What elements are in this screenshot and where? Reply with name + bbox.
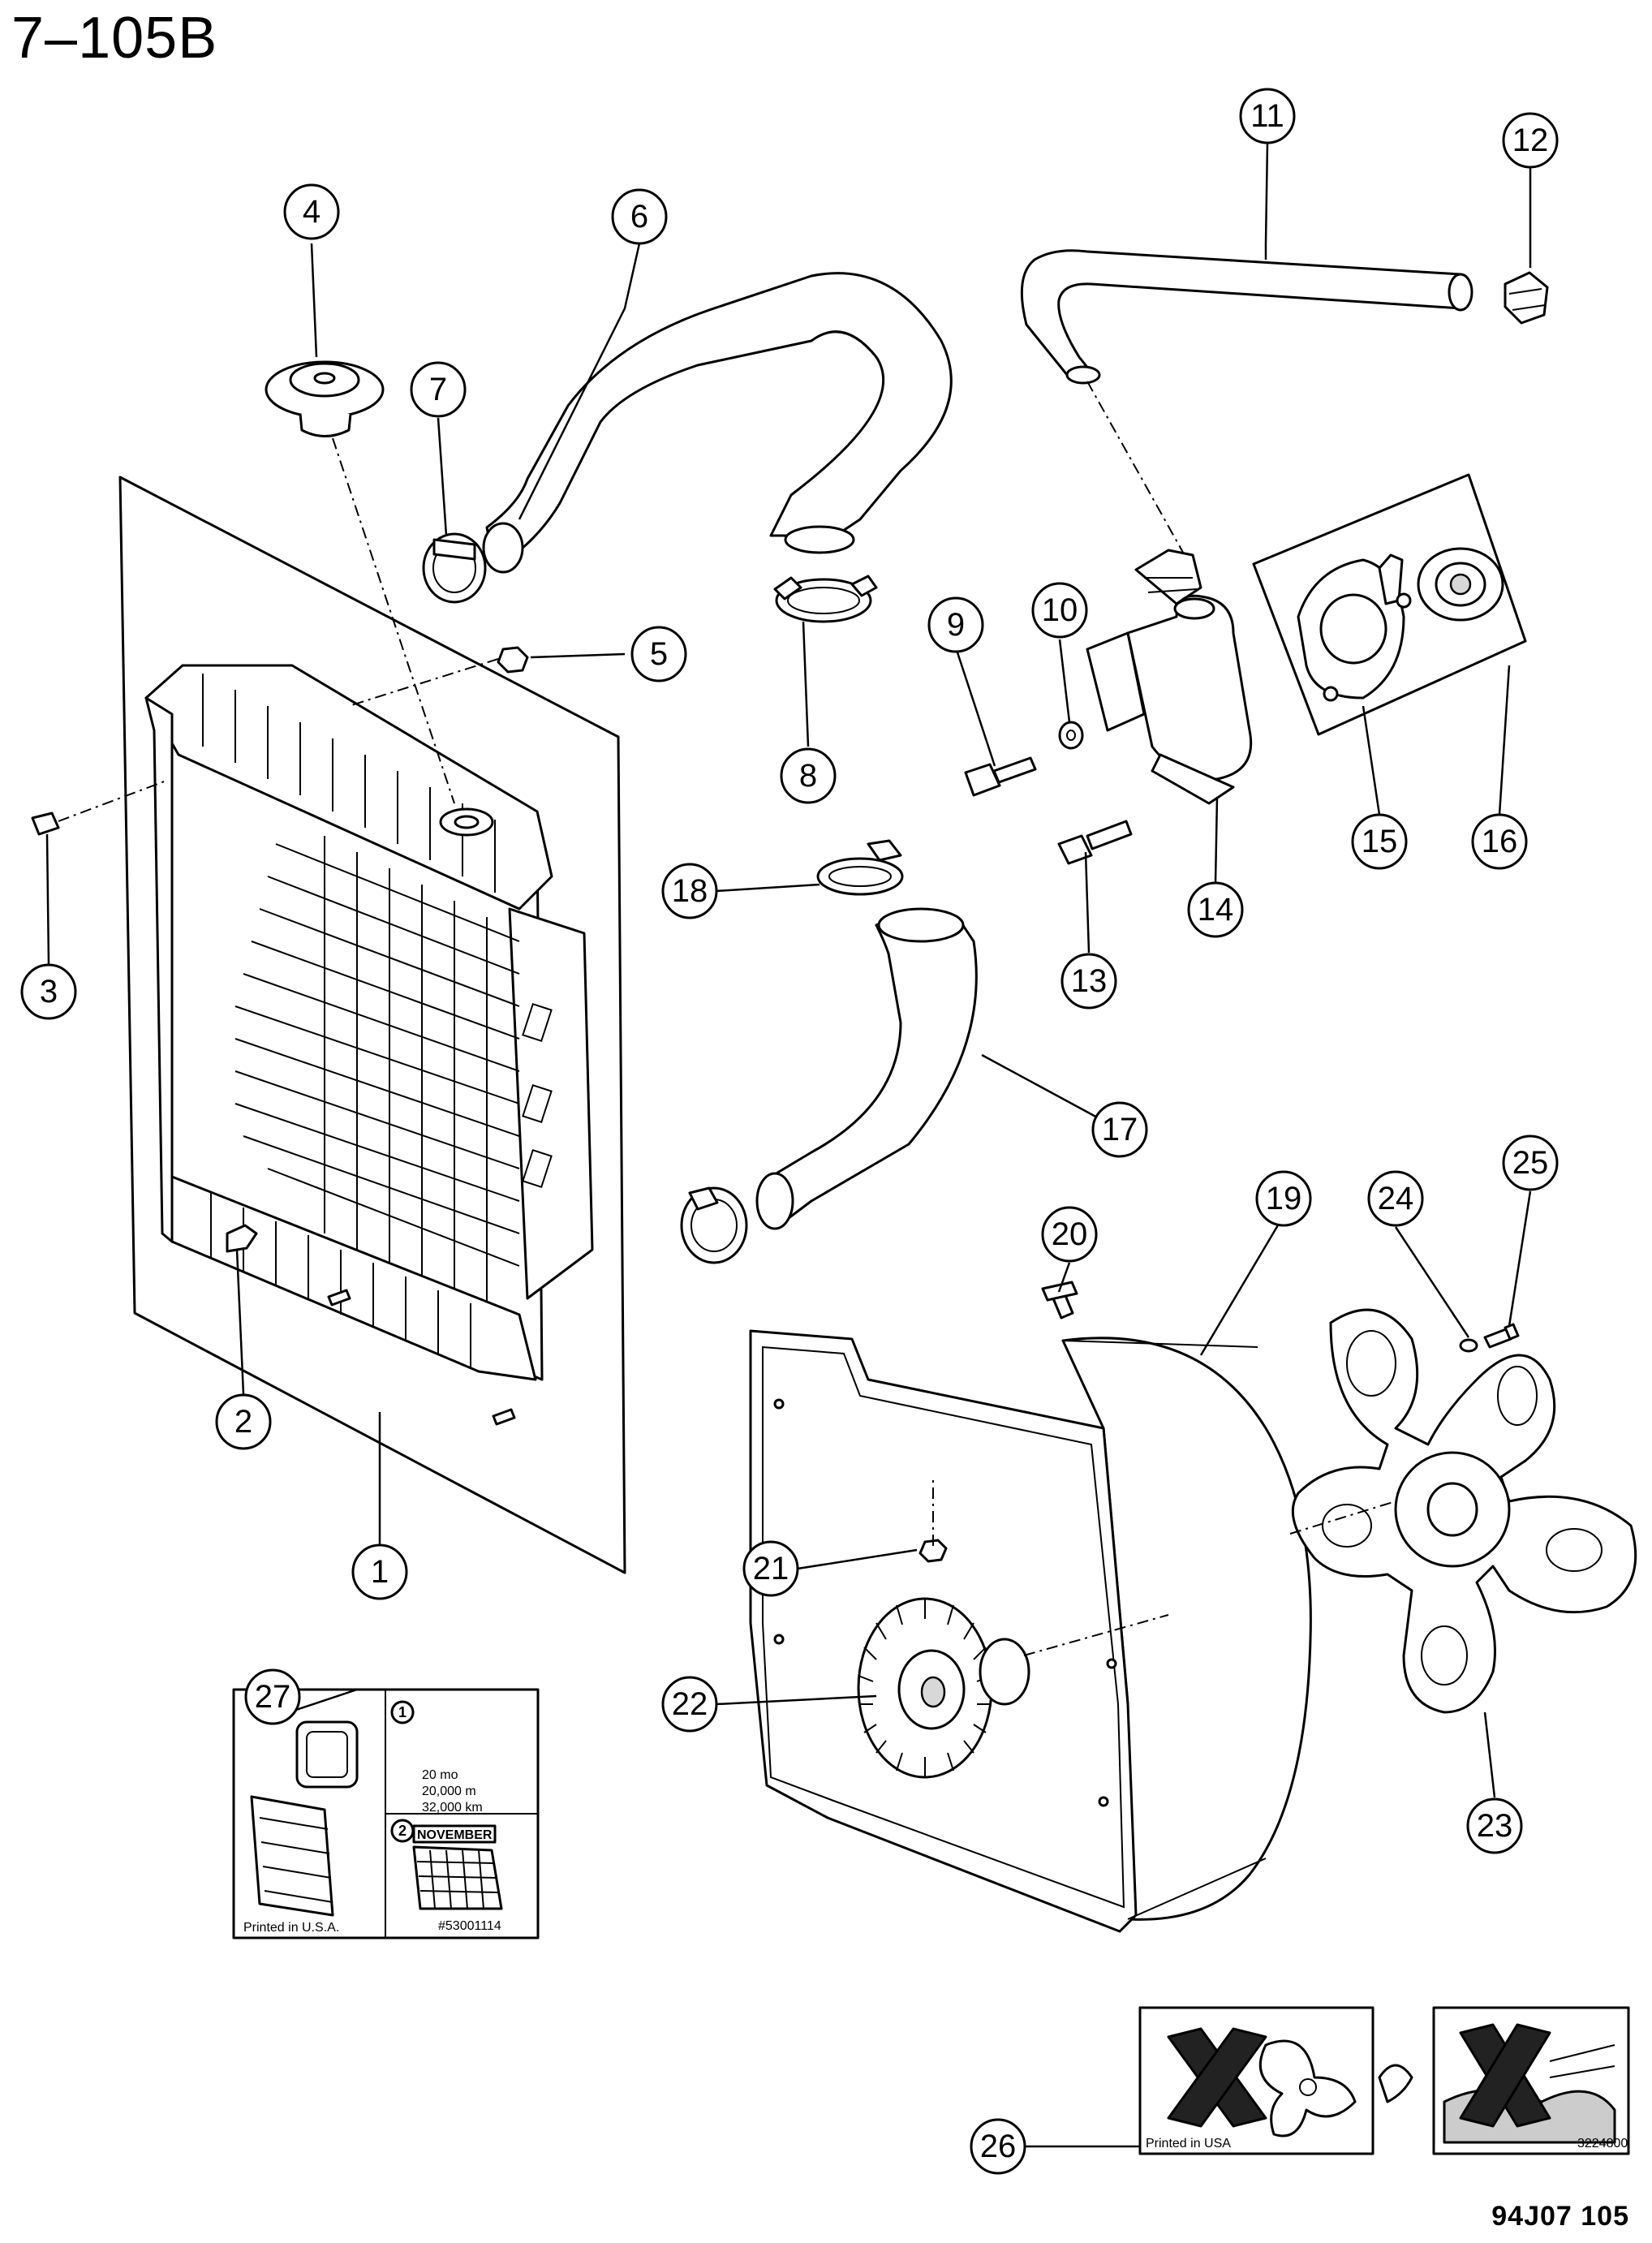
part-24-washer [1459, 1338, 1478, 1353]
part-5-nut [348, 646, 529, 707]
part-22-fan-clutch [857, 1597, 1169, 1779]
callout-5: 5 [630, 626, 687, 682]
svg-text:27: 27 [255, 1679, 291, 1715]
svg-text:7: 7 [429, 372, 447, 407]
svg-text:21: 21 [753, 1551, 789, 1586]
part-12-clamp [1504, 271, 1549, 325]
label-26-footer-left: Printed in USA [1146, 2137, 1231, 2150]
svg-text:1: 1 [398, 1704, 407, 1720]
callout-25: 25 [1502, 1134, 1559, 1191]
svg-text:12: 12 [1512, 123, 1549, 158]
label-27-footer-left: Printed in U.S.A. [243, 1921, 339, 1935]
svg-text:16: 16 [1482, 824, 1518, 859]
callout-23: 23 [1466, 1797, 1523, 1854]
part-8-clamp [773, 575, 878, 623]
svg-text:10: 10 [1042, 592, 1078, 628]
part-15-thermostat [1417, 547, 1504, 622]
drawing-code: 94J07 105 [1491, 2201, 1629, 2232]
part-25-bolt [1483, 1323, 1520, 1349]
lower-hose-clamp [680, 1186, 748, 1264]
svg-text:26: 26 [980, 2129, 1017, 2164]
label-27-footer-right: #53001114 [438, 1919, 501, 1933]
callout-4: 4 [283, 183, 340, 240]
callout-17: 17 [1091, 1101, 1148, 1158]
svg-text:2: 2 [398, 1823, 407, 1839]
callout-16: 16 [1471, 813, 1528, 870]
callout-21: 21 [742, 1540, 799, 1597]
callout-20: 20 [1041, 1206, 1098, 1263]
svg-text:25: 25 [1512, 1145, 1549, 1181]
callout-26: 26 [970, 2118, 1026, 2175]
svg-text:1: 1 [371, 1554, 389, 1590]
callout-10: 10 [1031, 582, 1088, 639]
svg-text:11: 11 [1250, 98, 1284, 134]
label-27-month: NOVEMBER [417, 1828, 493, 1842]
part-14-thermostat-housing [1086, 549, 1253, 805]
svg-text:8: 8 [799, 758, 817, 794]
part-13-bolt [1057, 820, 1133, 865]
callout-18: 18 [661, 863, 718, 919]
svg-text:24: 24 [1378, 1181, 1414, 1216]
part-23-fan-blade [1289, 1308, 1637, 1714]
svg-text:4: 4 [303, 194, 321, 230]
part-9-bolt [964, 756, 1037, 797]
radiator [118, 476, 626, 1574]
callout-12: 12 [1502, 112, 1559, 169]
part-18-clamp [816, 839, 904, 896]
leader-lines [45, 143, 1532, 2148]
part-19-fan-shroud [749, 1329, 1312, 1933]
svg-text:22: 22 [672, 1686, 708, 1722]
callout-22: 22 [661, 1676, 718, 1733]
label-27-interval-line2: 20,000 m [422, 1784, 476, 1798]
callout-8: 8 [780, 747, 837, 804]
callout-27: 27 [244, 1668, 301, 1725]
part-3-bolt [31, 780, 167, 836]
callout-13: 13 [1060, 953, 1117, 1010]
svg-text:20: 20 [1052, 1216, 1088, 1252]
label-27-interval-line3: 32,000 km [422, 1801, 483, 1815]
callout-11: 11 [1239, 88, 1296, 144]
part-16-thermostat-kit [1252, 473, 1527, 736]
svg-text:3: 3 [40, 974, 58, 1010]
callout-2: 2 [215, 1393, 272, 1450]
part-10-washer [1058, 721, 1084, 750]
svg-text:6: 6 [630, 199, 648, 235]
callout-7: 7 [410, 361, 467, 418]
part-17-lower-hose [769, 913, 978, 1227]
part-27-service-label: 1 2 [232, 1688, 540, 1939]
part-7-clamp [422, 532, 487, 604]
svg-text:23: 23 [1477, 1808, 1513, 1844]
part-26-warning-labels [1138, 2006, 1630, 2155]
svg-text:15: 15 [1362, 824, 1398, 859]
label-26-footer-right: 3224800 [1577, 2137, 1628, 2150]
label-27-interval-line1: 20 mo [422, 1768, 458, 1782]
part-11-bypass-hose [1020, 249, 1462, 381]
svg-text:14: 14 [1198, 892, 1234, 928]
svg-text:17: 17 [1102, 1112, 1138, 1147]
part-4-radiator-cap [265, 360, 455, 804]
part-6-upper-hose [485, 272, 953, 570]
callout-6: 6 [611, 188, 668, 245]
svg-text:5: 5 [650, 636, 668, 672]
callout-14: 14 [1187, 881, 1244, 938]
part-2-bracket [226, 1224, 258, 1253]
callout-24: 24 [1367, 1170, 1424, 1227]
callout-9: 9 [927, 596, 984, 653]
svg-text:9: 9 [947, 607, 965, 643]
callout-1: 1 [351, 1543, 408, 1600]
sheet-title: 7–105B [11, 6, 218, 71]
svg-text:18: 18 [672, 873, 708, 909]
svg-text:13: 13 [1071, 963, 1108, 999]
part-21-nut [918, 1539, 948, 1563]
svg-text:2: 2 [234, 1404, 252, 1440]
callout-3: 3 [20, 963, 77, 1020]
callout-19: 19 [1255, 1170, 1312, 1227]
svg-text:19: 19 [1266, 1181, 1302, 1216]
callout-15: 15 [1351, 813, 1408, 870]
